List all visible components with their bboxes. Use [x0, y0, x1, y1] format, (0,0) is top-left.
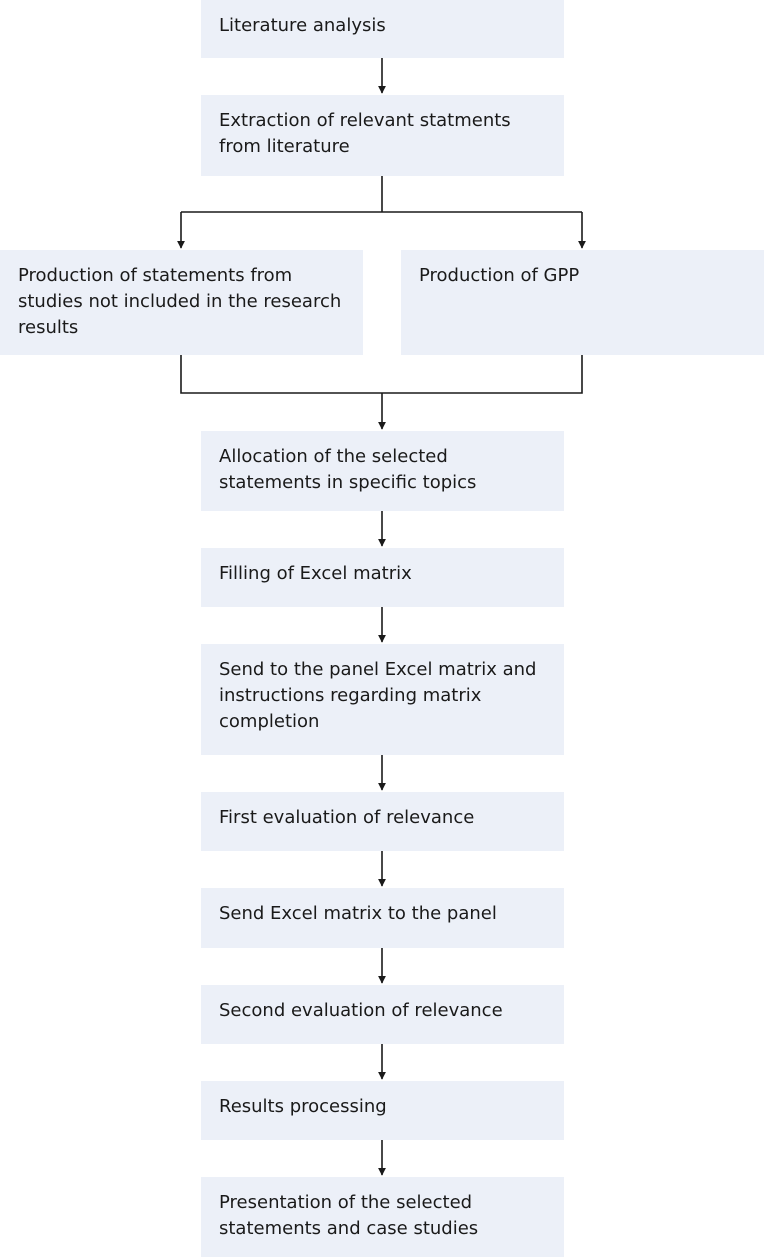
- step-label: Results processing: [219, 1096, 387, 1117]
- step-production-gpp: Production of GPP: [401, 250, 764, 355]
- merge-connector: [180, 355, 583, 394]
- step-filling-excel: Filling of Excel matrix: [201, 548, 564, 607]
- step-label: Second evaluation of relevance: [219, 1000, 503, 1021]
- step-presentation: Presentation of the selected statements …: [201, 1177, 564, 1257]
- step-literature-analysis: Literature analysis: [201, 0, 564, 58]
- step-label: Extraction of relevant statments from li…: [219, 110, 511, 157]
- step-label: Production of statements from studies no…: [18, 265, 342, 338]
- step-label: Allocation of the selected statements in…: [219, 446, 477, 493]
- step-first-evaluation: First evaluation of relevance: [201, 792, 564, 851]
- step-production-statements: Production of statements from studies no…: [0, 250, 363, 355]
- step-allocation: Allocation of the selected statements in…: [201, 431, 564, 511]
- step-label: First evaluation of relevance: [219, 807, 475, 828]
- step-label: Send to the panel Excel matrix and instr…: [219, 659, 537, 732]
- step-results-processing: Results processing: [201, 1081, 564, 1140]
- step-label: Literature analysis: [219, 15, 386, 36]
- step-extraction: Extraction of relevant statments from li…: [201, 95, 564, 176]
- step-label: Presentation of the selected statements …: [219, 1192, 479, 1239]
- step-send-panel-instructions: Send to the panel Excel matrix and instr…: [201, 644, 564, 755]
- step-send-excel-panel: Send Excel matrix to the panel: [201, 888, 564, 948]
- branch-connector: [181, 176, 582, 213]
- step-label: Send Excel matrix to the panel: [219, 903, 497, 924]
- step-label: Filling of Excel matrix: [219, 563, 412, 584]
- step-second-evaluation: Second evaluation of relevance: [201, 985, 564, 1044]
- step-label: Production of GPP: [419, 265, 580, 286]
